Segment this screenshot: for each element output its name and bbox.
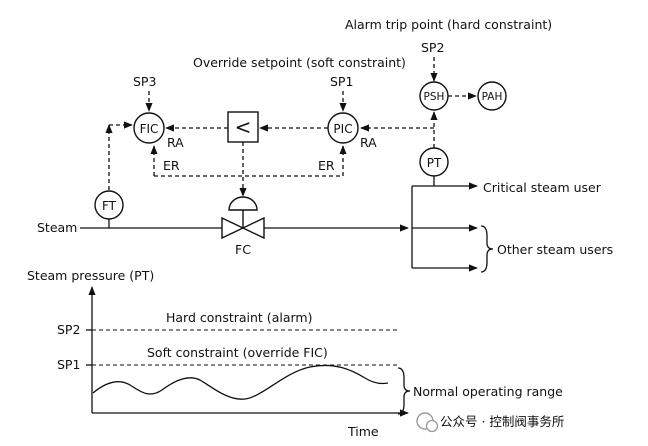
low-selector-symbol: < (235, 115, 252, 139)
hard-constraint-label: Hard constraint (alarm) (166, 310, 312, 325)
other-users-label: Other steam users (497, 242, 613, 257)
low-selector-box (227, 111, 259, 143)
pic-label: PIC (333, 122, 352, 136)
override-setpoint-label: Override setpoint (soft constraint) (193, 55, 406, 70)
ft-label: FT (102, 199, 117, 213)
control-valve-icon (221, 216, 265, 240)
fc-label: FC (235, 242, 251, 257)
psh-label: PSH (424, 91, 445, 103)
sp2-label: SP2 (421, 40, 444, 55)
pt-label: PT (427, 156, 442, 170)
pah-label: PAH (482, 91, 503, 103)
er-pic-label: ER (318, 158, 335, 173)
er-fic-label: ER (163, 158, 180, 173)
sp2-tick-label: SP2 (57, 322, 80, 337)
normal-range-label: Normal operating range (413, 384, 563, 399)
pressure-trace (92, 364, 389, 400)
pic-ra-label: RA (360, 135, 377, 150)
sp3-label: SP3 (133, 74, 156, 89)
plot-ylabel: Steam pressure (PT) (27, 268, 154, 283)
wechat-logo-icon-inner (425, 419, 439, 433)
soft-constraint-label: Soft constraint (override FIC) (147, 345, 328, 360)
plot-xlabel: Time (347, 424, 379, 439)
valve-actuator-icon (228, 196, 258, 211)
steam-label: Steam (37, 220, 77, 235)
sp1-label: SP1 (330, 74, 353, 89)
watermark: 公众号 · 控制阀事务所 (416, 412, 564, 433)
critical-user-label: Critical steam user (483, 180, 602, 195)
pah-bubble (477, 81, 507, 111)
sp1-tick-label: SP1 (57, 357, 80, 372)
fic-ra-label: RA (167, 135, 184, 150)
normal-range-brace (397, 367, 411, 415)
fic-label: FIC (140, 122, 159, 136)
fic-bubble (133, 112, 165, 144)
alarm-trip-point-label: Alarm trip point (hard constraint) (345, 17, 552, 32)
other-users-brace (480, 225, 494, 273)
watermark-text: 公众号 · 控制阀事务所 (440, 414, 564, 429)
